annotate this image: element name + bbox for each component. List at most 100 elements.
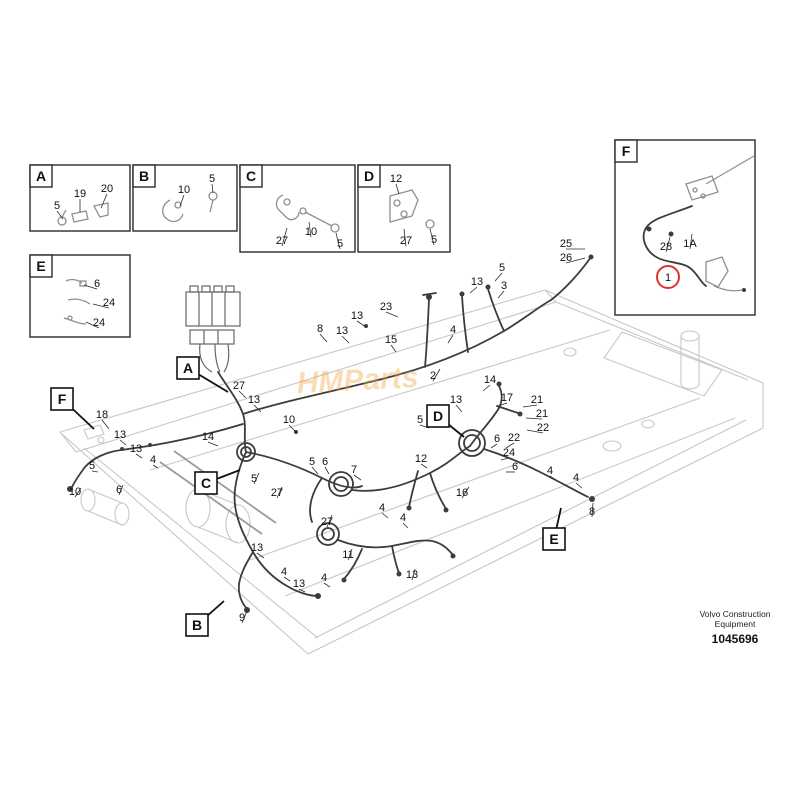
callout-leader bbox=[494, 272, 503, 282]
detail-box-a: A bbox=[29, 164, 131, 232]
callout-leader bbox=[525, 417, 543, 420]
callout-leader bbox=[135, 453, 143, 459]
callout-leader bbox=[591, 502, 594, 518]
callout-label-5: 5 bbox=[417, 414, 423, 426]
detail-box-a-letter: A bbox=[36, 168, 46, 184]
callout-label-4: 4 bbox=[379, 502, 385, 514]
callout-label-27: 27 bbox=[321, 516, 333, 528]
callout-label-6: 6 bbox=[494, 433, 500, 445]
callout-label-13: 13 bbox=[251, 542, 263, 554]
callout-leader bbox=[276, 486, 283, 499]
callout-leader bbox=[152, 464, 159, 469]
callout-label-13: 13 bbox=[130, 443, 142, 455]
detail-box-d: D bbox=[357, 164, 451, 253]
callout-label-10: 10 bbox=[283, 414, 295, 426]
callout-label-6: 6 bbox=[512, 461, 518, 473]
callout-label-1: 1 bbox=[665, 272, 671, 284]
callout-leader bbox=[455, 404, 463, 413]
callout-leader bbox=[119, 439, 127, 446]
callout-leader bbox=[482, 384, 491, 392]
callout-label-4: 4 bbox=[150, 454, 156, 466]
callout-label-13: 13 bbox=[471, 276, 483, 288]
callout-leader bbox=[447, 334, 454, 344]
callout-leader bbox=[356, 320, 367, 328]
callout-leader bbox=[341, 335, 350, 344]
callout-label-16: 16 bbox=[456, 487, 468, 499]
callout-label-6: 6 bbox=[116, 484, 122, 496]
callout-label-4: 4 bbox=[450, 324, 456, 336]
callout-label-10: 10 bbox=[69, 486, 81, 498]
callout-label-4: 4 bbox=[281, 566, 287, 578]
section-marker-box-E bbox=[542, 527, 566, 551]
callout-label-12: 12 bbox=[415, 453, 427, 465]
callout-leader bbox=[490, 443, 498, 449]
callout-label-14: 14 bbox=[484, 374, 496, 386]
section-marker-letter-D: D bbox=[433, 408, 443, 424]
callout-label-6: 6 bbox=[322, 456, 328, 468]
callout-leader bbox=[298, 588, 306, 593]
callout-leader bbox=[83, 284, 98, 290]
detail-box-c: C bbox=[239, 164, 356, 253]
callout-label-13: 13 bbox=[351, 310, 363, 322]
callout-label-13: 13 bbox=[406, 569, 418, 581]
callout-leader bbox=[432, 368, 441, 382]
callout-label-4: 4 bbox=[547, 465, 553, 477]
part-number: 1045696 bbox=[712, 632, 759, 646]
callout-label-8: 8 bbox=[589, 506, 595, 518]
callout-leader bbox=[353, 474, 362, 481]
callout-label-22: 22 bbox=[508, 432, 520, 444]
callout-leader bbox=[497, 290, 505, 299]
section-marker-letter-C: C bbox=[201, 475, 211, 491]
callout-label-5: 5 bbox=[54, 200, 60, 212]
callout-label-23: 23 bbox=[380, 301, 392, 313]
callout-leader bbox=[253, 472, 260, 485]
callout-leader bbox=[522, 404, 538, 408]
callout-leader bbox=[319, 333, 328, 343]
callout-leader bbox=[461, 486, 470, 499]
callout-leader bbox=[497, 402, 508, 407]
frame-artwork bbox=[59, 289, 764, 655]
callout-leader bbox=[469, 286, 478, 294]
harness-bracket-detail-icon bbox=[642, 155, 755, 292]
callout-leader bbox=[326, 514, 333, 528]
callout-label-22: 22 bbox=[537, 422, 549, 434]
detail-box-e-letter: E bbox=[36, 258, 45, 274]
detail-box-d-letter: D bbox=[364, 168, 374, 184]
callout-label-5: 5 bbox=[499, 262, 505, 274]
electrical-unit-artwork bbox=[185, 285, 241, 373]
callout-leader bbox=[207, 441, 219, 447]
callout-label-21: 21 bbox=[536, 408, 548, 420]
callout-label-25: 25 bbox=[560, 238, 572, 250]
callout-leader bbox=[402, 522, 409, 529]
callout-label-11: 11 bbox=[342, 549, 353, 561]
callout-leader bbox=[385, 311, 399, 318]
callout-label-10: 10 bbox=[178, 184, 190, 196]
callout-leader bbox=[101, 419, 110, 430]
section-marker-letter-A: A bbox=[183, 360, 193, 376]
callout-label-3: 3 bbox=[501, 280, 507, 292]
callout-leader bbox=[92, 303, 110, 309]
section-marker-box-C bbox=[194, 471, 218, 495]
callout-label-24: 24 bbox=[93, 317, 105, 329]
callout-label-24: 24 bbox=[103, 297, 115, 309]
detail-box-e: E bbox=[29, 254, 131, 338]
callout-leader bbox=[241, 610, 248, 624]
callout-leader bbox=[500, 457, 510, 461]
cable-tie-part-icon bbox=[63, 278, 91, 325]
callout-leader bbox=[85, 321, 100, 329]
callout-label-14: 14 bbox=[202, 431, 214, 443]
section-marker-box-F bbox=[50, 387, 74, 411]
callout-leader bbox=[323, 582, 331, 588]
clamp-bolt-part-icon bbox=[275, 194, 340, 233]
detail-box-f: F bbox=[614, 139, 756, 316]
callout-label-12: 12 bbox=[390, 173, 402, 185]
callout-label-27: 27 bbox=[276, 235, 288, 247]
callout-leader bbox=[505, 442, 515, 449]
callout-label-5: 5 bbox=[431, 234, 437, 246]
callout-leader bbox=[347, 548, 353, 561]
section-marker-box-A bbox=[176, 356, 200, 380]
callout-label-13: 13 bbox=[114, 429, 126, 441]
callout-label-1A: 1A bbox=[683, 238, 697, 250]
